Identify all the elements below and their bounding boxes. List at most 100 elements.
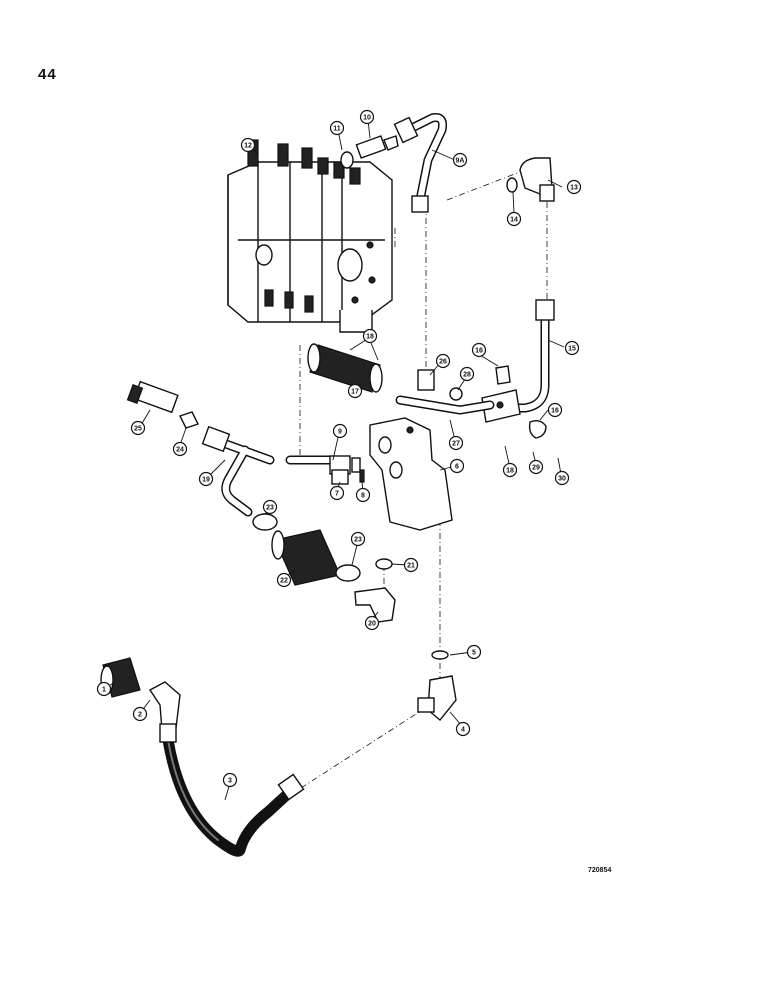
callout-2: 2 — [132, 706, 148, 722]
svg-text:23: 23 — [354, 537, 362, 544]
callout-3: 3 — [222, 772, 238, 788]
svg-text:17: 17 — [351, 389, 359, 396]
adapter-fitting-10 — [355, 135, 399, 159]
hose-3 — [159, 723, 305, 857]
svg-text:5: 5 — [472, 650, 476, 657]
elbow-fitting-2 — [148, 681, 181, 731]
nut-24 — [179, 411, 199, 429]
svg-text:9: 9 — [338, 429, 342, 436]
callout-15: 15 — [564, 340, 580, 356]
hose-9 — [285, 455, 361, 475]
callout-17: 17 — [347, 383, 363, 399]
callout-7: 7 — [329, 485, 345, 501]
callout-4: 4 — [455, 721, 471, 737]
tube-19 — [201, 425, 275, 517]
callout-6: 6 — [449, 458, 465, 474]
callout-1: 1 — [96, 681, 112, 697]
callout-19: 19 — [198, 471, 214, 487]
callout-26: 26 — [435, 353, 451, 369]
tube-15 — [495, 299, 555, 413]
callout-16-lower: 16 — [547, 402, 563, 418]
hose-22 — [271, 529, 341, 586]
manifold-pipe — [395, 369, 495, 415]
callout-20: 20 — [364, 615, 380, 631]
callout-9a: 9A — [452, 152, 468, 168]
callout-30: 30 — [554, 470, 570, 486]
svg-text:26: 26 — [439, 359, 447, 366]
svg-text:2: 2 — [138, 712, 142, 719]
elbow-fitting-4 — [417, 675, 457, 721]
plug-16-upper — [495, 365, 511, 385]
tee-block — [481, 389, 521, 423]
drawing-number: 720854 — [588, 867, 611, 874]
svg-text:30: 30 — [558, 476, 566, 483]
svg-text:19: 19 — [202, 477, 210, 484]
callout-9: 9 — [332, 423, 348, 439]
svg-text:18: 18 — [366, 334, 374, 341]
svg-text:24: 24 — [176, 447, 184, 454]
callout-18-tee: 18 — [502, 462, 518, 478]
svg-text:1: 1 — [102, 687, 106, 694]
svg-text:18: 18 — [506, 468, 514, 475]
svg-text:6: 6 — [455, 464, 459, 471]
svg-text:21: 21 — [407, 563, 415, 570]
svg-text:16: 16 — [475, 348, 483, 355]
svg-text:12: 12 — [244, 143, 252, 150]
svg-text:20: 20 — [368, 621, 376, 628]
callout-16-upper: 16 — [471, 342, 487, 358]
svg-text:28: 28 — [463, 372, 471, 379]
callout-18-top: 18 — [362, 328, 378, 344]
svg-text:27: 27 — [452, 441, 460, 448]
callouts: 1 2 3 4 5 6 7 8 9 9A 10 11 12 13 14 15 1… — [96, 109, 582, 788]
elbow-fitting-20 — [354, 587, 396, 623]
callout-12: 12 — [240, 137, 256, 153]
svg-text:4: 4 — [461, 727, 465, 734]
callout-23-upper: 23 — [262, 499, 278, 515]
callout-14: 14 — [506, 211, 522, 227]
svg-text:11: 11 — [333, 126, 341, 133]
adapter-fitting-7 — [331, 469, 349, 485]
o-ring-14 — [506, 177, 518, 193]
svg-text:25: 25 — [134, 426, 142, 433]
svg-text:16: 16 — [551, 408, 559, 415]
callout-27: 27 — [448, 435, 464, 451]
tube-9a — [393, 113, 447, 213]
callout-22: 22 — [276, 572, 292, 588]
elbow-fitting-13 — [519, 157, 555, 202]
plug-16-lower — [528, 419, 547, 439]
callout-28: 28 — [459, 366, 475, 382]
svg-text:23: 23 — [266, 505, 274, 512]
control-valve-bank — [227, 139, 393, 333]
filter-element-17 — [307, 343, 383, 393]
callout-21: 21 — [403, 557, 419, 573]
svg-text:8: 8 — [361, 493, 365, 500]
hose-clamp-23-upper — [252, 513, 278, 531]
page-number: 44 — [38, 66, 57, 83]
callout-10: 10 — [359, 109, 375, 125]
svg-text:10: 10 — [363, 115, 371, 122]
callout-8: 8 — [355, 487, 371, 503]
o-ring-11 — [340, 151, 354, 169]
valve-body-6 — [369, 417, 453, 531]
svg-text:13: 13 — [570, 185, 578, 192]
svg-text:29: 29 — [532, 465, 540, 472]
o-ring-8 — [359, 469, 365, 483]
svg-text:9A: 9A — [456, 158, 465, 165]
svg-text:14: 14 — [510, 217, 518, 224]
callout-23-lower: 23 — [350, 531, 366, 547]
callout-13: 13 — [566, 179, 582, 195]
callout-11: 11 — [329, 120, 345, 136]
svg-text:3: 3 — [228, 778, 232, 785]
quick-coupler-25 — [126, 380, 179, 414]
o-ring-21 — [375, 558, 393, 570]
callout-29: 29 — [528, 459, 544, 475]
svg-text:15: 15 — [568, 346, 576, 353]
callout-24: 24 — [172, 441, 188, 457]
hose-clamp-23-lower — [335, 564, 361, 582]
svg-text:22: 22 — [280, 578, 288, 585]
callout-25: 25 — [130, 420, 146, 436]
o-ring-5 — [431, 650, 449, 660]
callout-5: 5 — [466, 644, 482, 660]
center-lines — [289, 169, 548, 796]
